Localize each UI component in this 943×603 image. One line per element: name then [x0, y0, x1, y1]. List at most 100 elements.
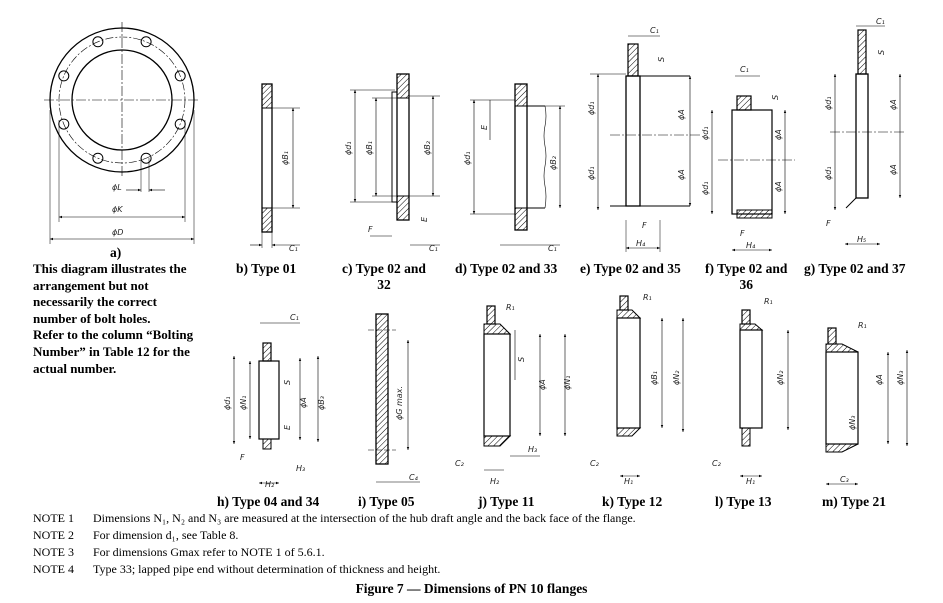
label-d1: ϕd₁	[223, 396, 232, 410]
caption-b: b) Type 01	[236, 261, 297, 276]
bolt-hole	[58, 70, 70, 82]
caption-c-line1: c) Type 02 and	[342, 261, 426, 276]
label-h2: H₂	[490, 477, 500, 486]
description-line: arrangement but not	[33, 277, 149, 293]
label-a: ϕA	[677, 169, 686, 180]
label-c1: C₁	[740, 65, 749, 74]
diagram-h-type-04-34	[232, 322, 320, 485]
label-f: F	[368, 225, 373, 234]
label-c1: C₁	[290, 313, 299, 322]
diagram-a-flange-plan	[44, 22, 200, 244]
caption-c: c) Type 02 and 32	[342, 261, 426, 293]
label-d1: ϕd₁	[344, 141, 353, 155]
diagram-j-type-11	[483, 305, 567, 471]
label-b1: ϕB₁	[365, 141, 374, 155]
label-b3: ϕB₃	[317, 396, 326, 410]
diagram-b-type-01	[250, 83, 300, 248]
diagram-f-type-02-36	[710, 75, 795, 252]
label-d1: ϕd₁	[463, 151, 472, 165]
note-4: NOTE 4 Type 33; lapped pipe end without d…	[33, 562, 440, 577]
label-n3: ϕN₃	[896, 371, 905, 385]
label-phi-d: ϕD	[112, 228, 123, 237]
label-phi-l: ϕL	[112, 183, 122, 192]
label-d1: ϕd₁	[701, 126, 710, 140]
label-a: ϕA	[299, 397, 308, 408]
caption-g: g) Type 02 and 37	[804, 261, 906, 276]
label-c1: C₁	[548, 244, 557, 253]
label-c2: C₂	[455, 459, 465, 468]
label-s: S	[877, 50, 886, 55]
diagram-m-type-21	[825, 327, 909, 486]
note-text: Type 33; lapped pipe end without determi…	[93, 562, 441, 576]
label-b2: ϕB₂	[549, 155, 558, 170]
label-f: F	[240, 453, 245, 462]
label-a: ϕA	[875, 374, 884, 385]
caption-m: m) Type 21	[822, 494, 886, 509]
caption-e: e) Type 02 and 35	[580, 261, 681, 276]
label-h2: H₂	[265, 480, 275, 489]
label-s: S	[771, 95, 780, 100]
label-h3: H₃	[296, 464, 305, 473]
note-text: For dimensions Gmax refer to NOTE 1 of 5…	[93, 545, 325, 559]
description-line: number of bolt holes.	[33, 310, 151, 326]
label-f: F	[826, 219, 831, 228]
label-h3: H₃	[528, 445, 537, 454]
description-line: actual number.	[33, 360, 117, 376]
label-a: ϕA	[538, 379, 547, 390]
label-d1: ϕd₁	[587, 166, 596, 180]
label-b1: ϕB₁	[650, 371, 659, 385]
label-n1: ϕN₁	[563, 376, 572, 390]
label-phi-k: ϕK	[112, 205, 123, 214]
diagram-d-type-02-33	[470, 83, 565, 246]
diagram-c-type-02-32	[350, 73, 440, 246]
label-f: F	[740, 229, 745, 238]
label-n2: ϕN₂	[672, 370, 681, 385]
label-a: ϕA	[774, 181, 783, 192]
label-f: F	[642, 221, 647, 230]
label-a: ϕA	[677, 109, 686, 120]
label-a: ϕA	[889, 164, 898, 175]
bolt-hole	[92, 152, 104, 164]
note-label: NOTE 4	[33, 562, 74, 576]
label-a: ϕA	[774, 129, 783, 140]
label-n3: ϕN₃	[848, 416, 857, 430]
label-r1: R₁	[764, 297, 773, 306]
description-line: necessarily the correct	[33, 294, 157, 310]
caption-l: l) Type 13	[715, 494, 772, 509]
label-r1: R₁	[506, 303, 515, 312]
note-label: NOTE 3	[33, 545, 74, 559]
diagram-g-type-02-37	[830, 25, 905, 246]
label-r1: R₁	[858, 321, 867, 330]
flange-drawings: ϕL ϕK ϕD ϕB₁ C₁ ϕd₁ ϕB₁ ϕB₂ E F C₁ ϕd₁ E…	[44, 17, 909, 489]
label-c3: C₃	[840, 475, 849, 484]
caption-c-line2: 32	[377, 277, 391, 292]
label-d1: ϕd₁	[587, 101, 596, 115]
label-e: E	[480, 124, 489, 130]
label-b2: ϕB₂	[423, 140, 432, 155]
label-c2: C₂	[590, 459, 600, 468]
label-n2: ϕN₂	[776, 370, 785, 385]
note-label: NOTE 1	[33, 511, 74, 525]
description-line: This diagram illustrates the	[33, 261, 187, 276]
label-r1: R₁	[643, 293, 652, 302]
note-text: Dimensions N₁, N₂ and N₃ are measured at…	[93, 511, 636, 525]
label-h5: H₅	[857, 235, 866, 244]
caption-f: f) Type 02 and 36	[705, 261, 787, 293]
description-line: Refer to the column “Bolting	[33, 327, 194, 343]
label-c1: C₁	[650, 26, 659, 35]
bolt-hole	[174, 70, 186, 82]
label-s: S	[657, 57, 666, 62]
label-h1: H₁	[624, 477, 633, 486]
figure-title: Figure 7 — Dimensions of PN 10 flanges	[355, 581, 588, 596]
diagram-k-type-12	[616, 295, 685, 478]
label-d1: ϕd₁	[701, 181, 710, 195]
caption-h: h) Type 04 and 34	[217, 494, 320, 509]
label-d1: ϕd₁	[824, 166, 833, 180]
label-b1: ϕB₁	[281, 151, 290, 165]
label-g-max: ϕG max.	[395, 386, 404, 420]
diagram-l-type-13	[739, 309, 790, 478]
bolt-hole	[140, 36, 152, 48]
label-c1: C₁	[429, 244, 438, 253]
description-line: Number” in Table 12 for the	[33, 343, 190, 359]
